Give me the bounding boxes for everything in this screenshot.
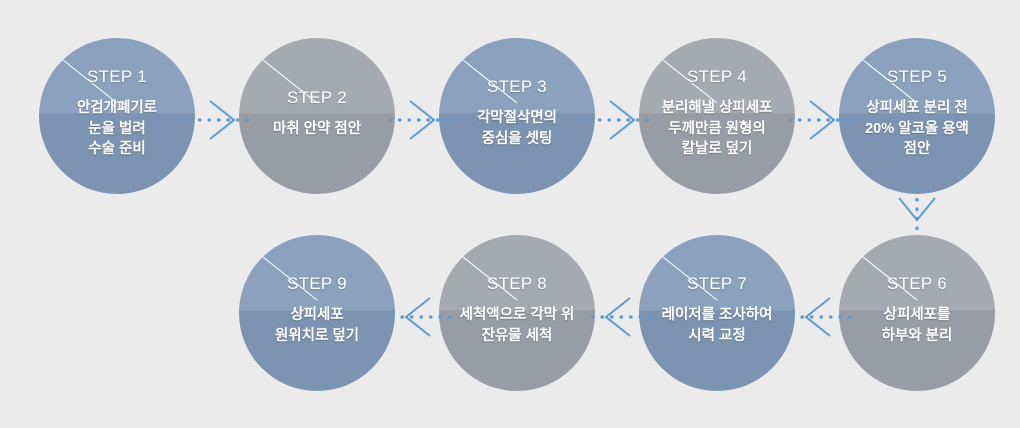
- step-node-9[interactable]: STEP 9 상피세포 원위치로 덮기: [239, 235, 395, 391]
- step-description: 안검개폐기로 눈을 벌려 수술 준비: [76, 100, 158, 158]
- step-label: STEP 9: [286, 274, 348, 294]
- step-label: STEP 4: [686, 67, 748, 87]
- step-node-4[interactable]: STEP 4 분리해낼 상피세포 두께만큼 원형의 칼날로 덮기: [639, 38, 795, 194]
- step-description: 각막절삭면의 중심을 셋팅: [476, 110, 558, 147]
- step-label: STEP 3: [486, 77, 548, 97]
- step-label: STEP 6: [886, 274, 948, 294]
- step-node-2[interactable]: STEP 2 마취 안약 점안: [239, 38, 395, 194]
- step-label: STEP 1: [86, 67, 148, 87]
- step-description: 레이저를 조사하여 시력 교정: [661, 307, 773, 344]
- step-description: 분리해낼 상피세포 두께만큼 원형의 칼날로 덮기: [661, 100, 773, 158]
- step-description: 상피세포 분리 전 20% 알코올 용액 점안: [865, 100, 969, 158]
- step-node-1[interactable]: STEP 1 안검개폐기로 눈을 벌려 수술 준비: [39, 38, 195, 194]
- step-label: STEP 7: [686, 274, 748, 294]
- step-description: 상피세포 원위치로 덮기: [274, 307, 360, 344]
- step-node-6[interactable]: STEP 6 상피세포를 하부와 분리: [839, 235, 995, 391]
- step-node-8[interactable]: STEP 8 세척액으로 각막 위 잔유물 세척: [439, 235, 595, 391]
- step-label: STEP 2: [286, 87, 348, 107]
- step-description: 마취 안약 점안: [272, 120, 362, 137]
- step-description: 상피세포를 하부와 분리: [881, 307, 953, 344]
- step-label: STEP 5: [886, 67, 948, 87]
- step-node-7[interactable]: STEP 7 레이저를 조사하여 시력 교정: [639, 235, 795, 391]
- step-node-5[interactable]: STEP 5 상피세포 분리 전 20% 알코올 용액 점안: [839, 38, 995, 194]
- step-description: 세척액으로 각막 위 잔유물 세척: [459, 307, 575, 344]
- step-label: STEP 8: [486, 274, 548, 294]
- step-node-3[interactable]: STEP 3 각막절삭면의 중심을 셋팅: [439, 38, 595, 194]
- arrow-step5-to-step6: [893, 188, 941, 236]
